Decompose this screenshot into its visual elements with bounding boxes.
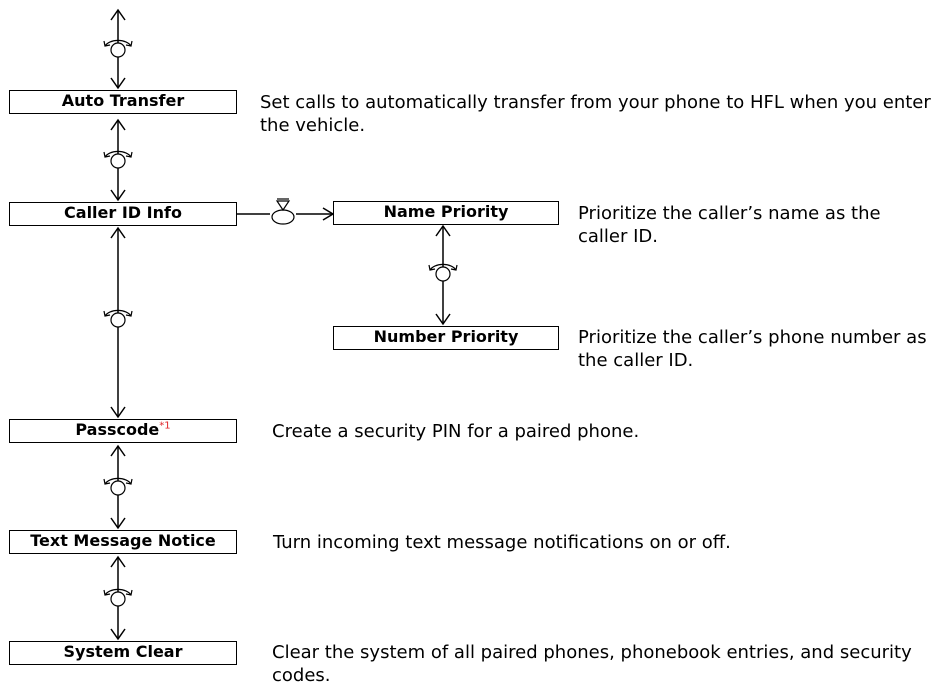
- caller-id-info-label: Caller ID Info: [64, 203, 182, 222]
- arrow-down-icon: [110, 517, 126, 530]
- arrow-down-icon: [110, 628, 126, 641]
- caller-id-info-box: Caller ID Info: [9, 202, 237, 226]
- number-priority-box: Number Priority: [333, 326, 559, 350]
- rotate-dial-icon: [103, 39, 133, 58]
- arrow-up-icon: [435, 224, 451, 237]
- rotate-dial-icon: [103, 588, 133, 607]
- number-priority-label: Number Priority: [373, 327, 519, 346]
- name-priority-box: Name Priority: [333, 201, 559, 225]
- arrow-down-icon: [110, 77, 126, 90]
- system-clear-label: System Clear: [63, 642, 183, 661]
- rotate-dial-icon: [103, 309, 133, 328]
- press-dial-icon: [271, 198, 295, 225]
- arrow-down-icon: [110, 189, 126, 202]
- auto-transfer-description: Set calls to automatically transfer from…: [260, 92, 931, 136]
- text-message-notice-box: Text Message Notice: [9, 530, 237, 554]
- system-clear-description: Clear the system of all paired phones, p…: [272, 642, 912, 686]
- arrow-up-icon: [110, 8, 126, 21]
- auto-transfer-label: Auto Transfer: [61, 91, 185, 110]
- arrow-up-icon: [110, 118, 126, 131]
- arrow-up-icon: [110, 555, 126, 568]
- arrow-up-icon: [110, 444, 126, 457]
- text-message-notice-label: Text Message Notice: [30, 531, 216, 550]
- passcode-label: Passcode: [75, 420, 160, 439]
- rotate-dial-icon: [428, 263, 458, 282]
- arrow-up-icon: [110, 226, 126, 239]
- auto-transfer-box: Auto Transfer: [9, 90, 237, 114]
- passcode-description: Create a security PIN for a paired phone…: [272, 421, 640, 442]
- name-priority-label: Name Priority: [383, 202, 509, 221]
- name-priority-description: Prioritize the caller’s name as the call…: [578, 203, 881, 247]
- passcode-box: Passcode*1: [9, 419, 237, 443]
- rotate-dial-icon: [103, 150, 133, 169]
- system-clear-box: System Clear: [9, 641, 237, 665]
- text-message-notice-description: Turn incoming text message notifications…: [273, 532, 731, 553]
- arrow-down-icon: [435, 313, 451, 326]
- rotate-dial-icon: [103, 477, 133, 496]
- number-priority-description: Prioritize the caller’s phone number as …: [578, 327, 927, 371]
- passcode-footnote: *1: [159, 420, 171, 432]
- arrow-down-icon: [110, 406, 126, 419]
